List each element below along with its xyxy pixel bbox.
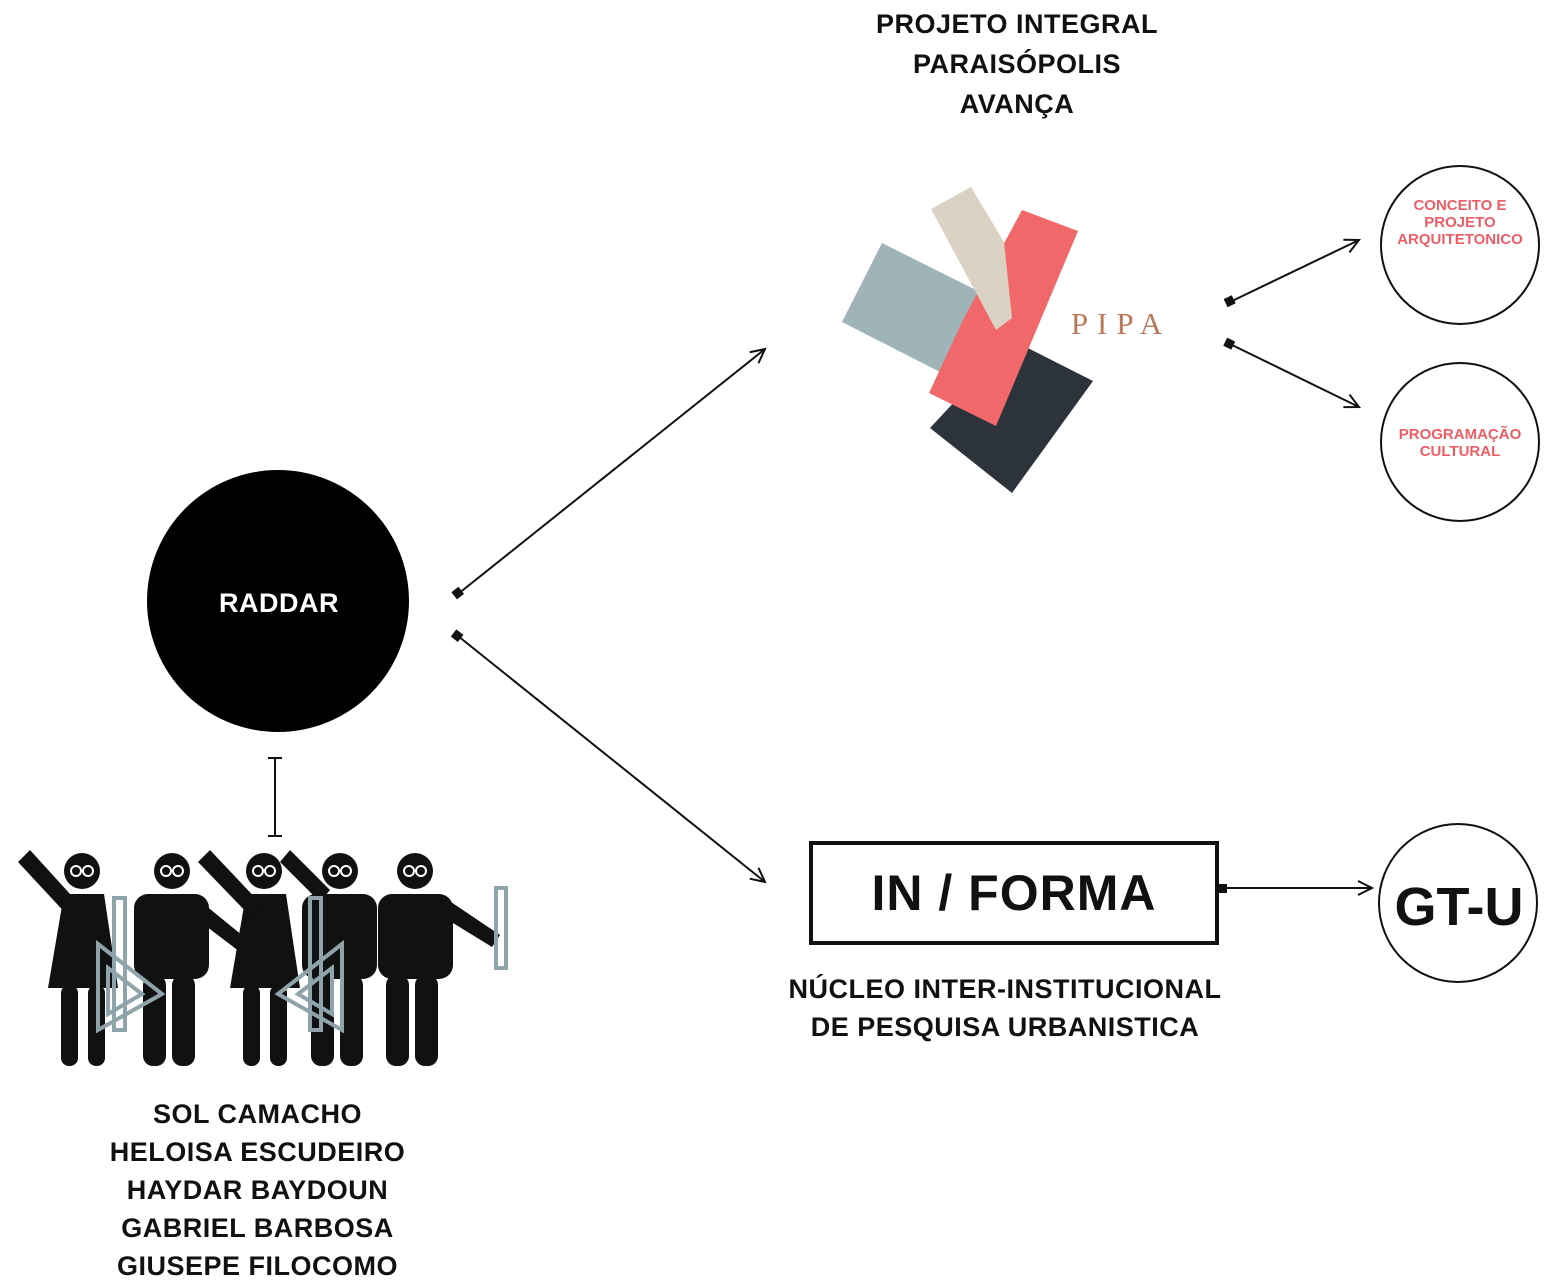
drafting-tools-icons	[96, 886, 508, 1034]
team-figures	[18, 850, 508, 1066]
conceito-node	[1380, 165, 1540, 325]
connector-team-to-raddar	[268, 757, 282, 837]
glasses-icons	[70, 865, 427, 877]
informa-label: IN / FORMA	[871, 865, 1157, 921]
connector-raddar-to-pipa	[451, 349, 765, 600]
gtu-node	[1378, 823, 1538, 983]
project-title: PROJETO INTEGRAL PARAISÓPOLIS AVANÇA	[875, 9, 1159, 119]
pipa-logo-beige-block	[931, 187, 1012, 330]
conceito-label: CONCEITO E PROJETO ARQUITETONICO	[1397, 197, 1523, 248]
informa-subtitle: NÚCLEO INTER-INSTITUCIONAL DE PESQUISA U…	[788, 974, 1222, 1042]
raddar-node	[147, 470, 409, 732]
programacao-node	[1380, 362, 1540, 522]
connector-informa-to-gtu	[1218, 884, 1372, 893]
team-figure-1	[18, 850, 118, 1066]
team-figure-5	[378, 853, 500, 1066]
pipa-wordmark: PIPA	[1070, 306, 1172, 341]
connector-pipa-to-programacao	[1223, 337, 1359, 407]
pipa-logo-slate-block	[842, 243, 980, 372]
connector-pipa-to-conceito	[1223, 240, 1359, 308]
gtu-label: GT-U	[1394, 877, 1524, 937]
connector-raddar-to-informa	[450, 629, 765, 882]
programacao-label: PROGRAMAÇÃO CULTURAL	[1398, 426, 1522, 460]
pipa-logo	[842, 187, 1093, 493]
team-names: SOL CAMACHO HELOISA ESCUDEIRO HAYDAR BAY…	[109, 1099, 406, 1281]
raddar-label: RADDAR	[219, 588, 339, 618]
team-figure-3	[198, 850, 300, 1066]
team-figure-2	[134, 853, 248, 1066]
pipa-logo-dark-block	[930, 340, 1093, 493]
informa-box: IN / FORMA	[809, 841, 1219, 945]
